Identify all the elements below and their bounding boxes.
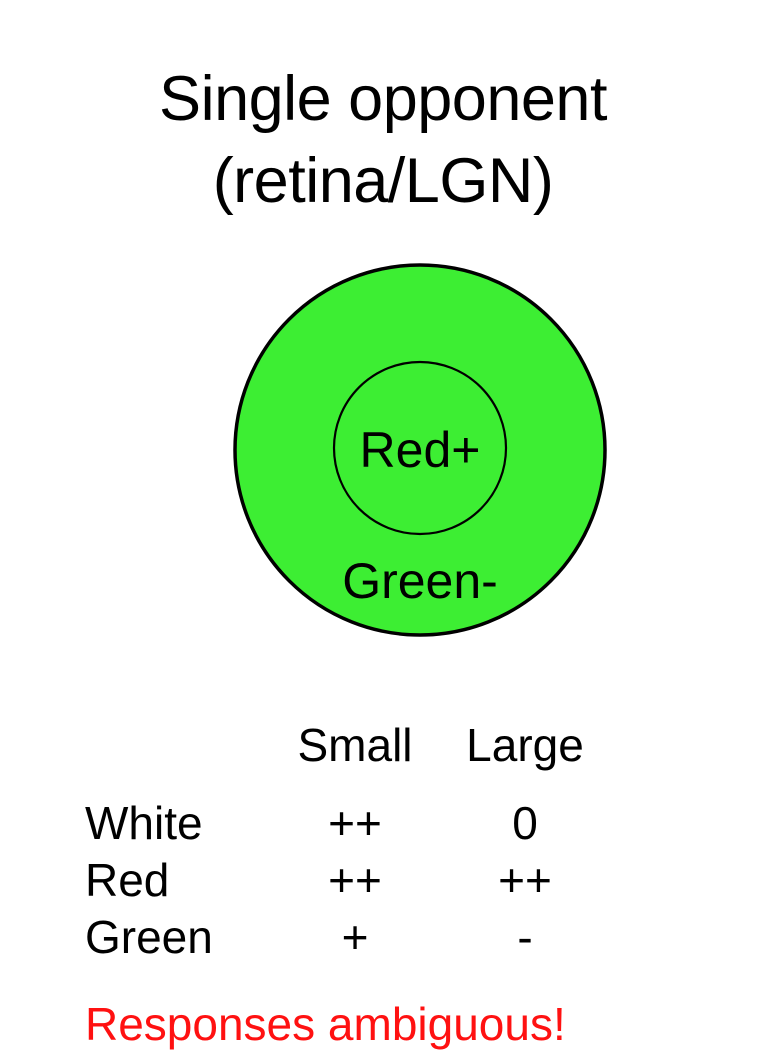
- cell-red-large: ++: [498, 854, 552, 906]
- cell-green-large: -: [517, 911, 533, 963]
- row-label-red: Red: [85, 854, 170, 906]
- table-row: White ++ 0: [80, 800, 640, 857]
- row-label-white: White: [85, 797, 203, 849]
- row-label-green: Green: [85, 911, 213, 963]
- column-header-small: Small: [297, 719, 413, 771]
- surround-label: Green-: [342, 553, 498, 609]
- column-header-large: Large: [466, 719, 584, 771]
- page-title: Single opponent (retina/LGN): [0, 58, 766, 222]
- cell-white-small: ++: [328, 797, 382, 849]
- response-table: Small Large White ++ 0 Red ++ ++ Green +…: [80, 722, 640, 971]
- receptive-field-diagram: Red+ Green-: [232, 262, 608, 638]
- center-label: Red+: [360, 422, 481, 478]
- title-line-1: Single opponent: [159, 64, 607, 134]
- cell-red-small: ++: [328, 854, 382, 906]
- table-row: Green + -: [80, 914, 640, 971]
- cell-green-small: +: [341, 911, 369, 963]
- conclusion-text: Responses ambiguous!: [85, 998, 566, 1050]
- center-circle: [332, 360, 508, 536]
- cell-white-large: 0: [512, 797, 538, 849]
- table-header-row: Small Large: [80, 722, 640, 784]
- title-line-2: (retina/LGN): [212, 146, 554, 216]
- table-row: Red ++ ++: [80, 857, 640, 914]
